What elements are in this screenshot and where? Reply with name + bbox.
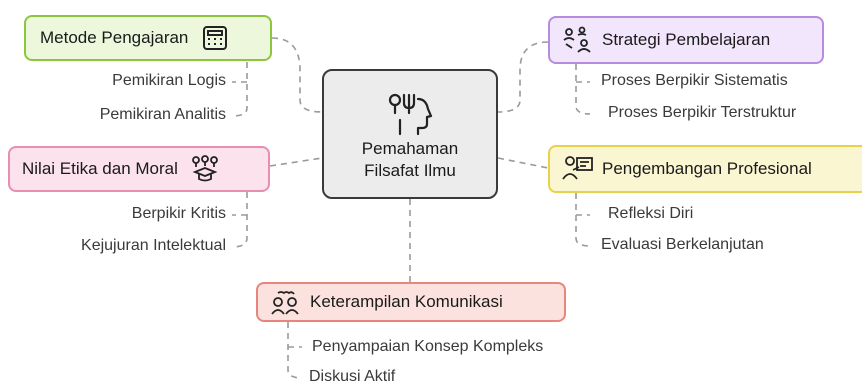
calculator-icon: [203, 26, 228, 50]
graduates-icon: [192, 155, 218, 182]
node-pengembangan-profesional[interactable]: Pengembangan Profesional: [548, 145, 862, 193]
central-topic-line-2: Filsafat Ilmu: [364, 161, 456, 180]
head-brain-icon: [388, 93, 433, 136]
leaf-penyampaian-konsep: Penyampaian Konsep Kompleks: [312, 338, 544, 355]
connector-profesional: [497, 157, 549, 169]
node-etika-title: Nilai Etika dan Moral: [22, 159, 178, 178]
leaf-pemikiran-logis: Pemikiran Logis: [112, 72, 226, 89]
leaf-proses-sistematis: Proses Berpikir Sistematis: [601, 72, 788, 89]
leaf-refleksi-diri: Refleksi Diri: [608, 205, 694, 222]
leaf-proses-terstruktur: Proses Berpikir Terstruktur: [608, 104, 797, 121]
node-metode-title: Metode Pengajaran: [40, 28, 189, 47]
central-topic[interactable]: Pemahaman Filsafat Ilmu: [322, 69, 498, 199]
leaf-evaluasi-berkelanjutan: Evaluasi Berkelanjutan: [601, 236, 764, 253]
connector-profesional-leaves: [575, 193, 591, 247]
connector-metode-leaves: [231, 62, 248, 117]
presenter-icon: [562, 156, 593, 180]
connector-strategi-leaves: [575, 64, 591, 115]
leaf-berpikir-kritis: Berpikir Kritis: [131, 205, 226, 222]
connector-komunikasi-leaves: [287, 322, 303, 379]
people-talking-icon: [271, 291, 299, 315]
node-komunikasi-title: Keterampilan Komunikasi: [310, 292, 503, 311]
teamwork-icon: [563, 26, 591, 53]
leaf-pemikiran-analitis: Pemikiran Analitis: [99, 106, 226, 123]
connector-metode: [271, 37, 323, 113]
connector-etika-leaves: [231, 192, 248, 248]
node-profesional-title: Pengembangan Profesional: [602, 159, 812, 178]
node-metode-pengajaran[interactable]: Metode Pengajaran: [24, 15, 272, 61]
node-keterampilan-komunikasi[interactable]: Keterampilan Komunikasi: [256, 282, 566, 322]
connector-strategi: [497, 41, 549, 113]
leaf-diskusi-aktif: Diskusi Aktif: [309, 368, 396, 385]
central-topic-line-1: Pemahaman: [361, 139, 459, 158]
connector-etika: [269, 157, 323, 167]
node-strategi-pembelajaran[interactable]: Strategi Pembelajaran: [548, 16, 824, 64]
leaf-kejujuran-intelektual: Kejujuran Intelektual: [81, 237, 226, 254]
node-strategi-title: Strategi Pembelajaran: [602, 30, 771, 49]
node-nilai-etika-moral[interactable]: Nilai Etika dan Moral: [8, 146, 270, 192]
